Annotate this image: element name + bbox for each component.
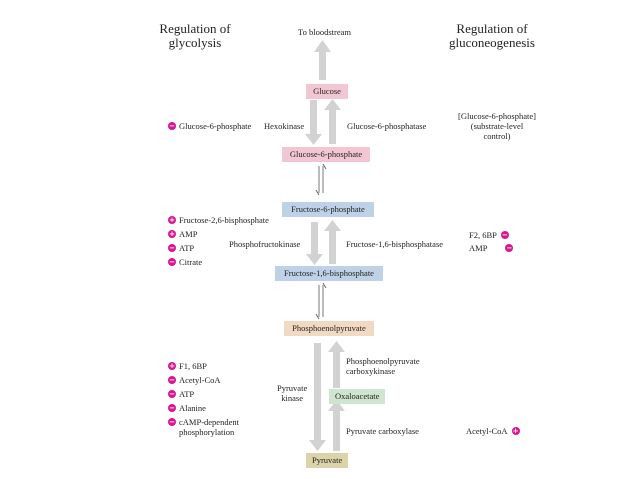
arrow-to-bloodstream bbox=[314, 40, 331, 80]
inhibitor-icon: − bbox=[168, 404, 176, 412]
activator-icon: + bbox=[511, 427, 520, 435]
regulator-pk-f16bp: + F1, 6BP bbox=[168, 361, 207, 371]
arrow-glycolysis-middle bbox=[315, 282, 327, 320]
metabolite-pyruvate: Pyruvate bbox=[306, 453, 348, 468]
regulators-pyruvate-kinase: + F1, 6BP − Acetyl-CoA − ATP − Alanine −… bbox=[168, 361, 239, 441]
arrow-phosphoglucose-isomerase bbox=[315, 163, 327, 196]
metabolite-fructose-1-6-bisphosphate: Fructose-1,6-bisphosphate bbox=[275, 266, 383, 281]
inhibitor-icon: − bbox=[168, 122, 176, 130]
regulator-pfk-citrate: − Citrate bbox=[168, 257, 203, 267]
enzyme-pepck: Phosphoenolpyruvate carboxykinase bbox=[346, 356, 420, 376]
metabolite-oxaloacetate: Oxaloacetate bbox=[329, 389, 385, 404]
inhibitor-icon: − bbox=[500, 231, 509, 239]
header-regulation-glycolysis: Regulation of glycolysis bbox=[159, 21, 231, 50]
regulators-phosphofructokinase: + Fructose-2,6-bisphosphate + AMP − ATP … bbox=[168, 215, 269, 271]
regulator-fbpase-f26bp: F2, 6BP − bbox=[469, 230, 509, 240]
inhibitor-icon: − bbox=[168, 390, 176, 398]
header-regulation-gluconeogenesis: Regulation of gluconeogenesis bbox=[449, 21, 535, 50]
regulator-pk-camp: − cAMP-dependent phosphorylation bbox=[168, 417, 239, 437]
metabolite-glucose: Glucose bbox=[306, 84, 348, 99]
inhibitor-icon: − bbox=[168, 376, 176, 384]
enzyme-pyruvate-carboxylase: Pyruvate carboxylase bbox=[346, 426, 419, 436]
header-to-bloodstream: To bloodstream bbox=[298, 27, 351, 37]
enzyme-phosphofructokinase: Phosphofructokinase bbox=[229, 239, 301, 249]
arrow-fructose-bisphosphatase bbox=[324, 220, 341, 264]
regulator-hexokinase-g6p: − Glucose-6-phosphate bbox=[168, 121, 252, 131]
inhibitor-icon: − bbox=[505, 244, 514, 252]
regulator-g6pase-note: [Glucose-6-phosphate] (substrate-level c… bbox=[458, 111, 536, 141]
inhibitor-icon: − bbox=[168, 258, 176, 266]
arrow-pyruvate-carboxylase bbox=[328, 400, 345, 451]
regulator-pfk-atp: − ATP bbox=[168, 243, 195, 253]
regulator-pk-alanine: − Alanine bbox=[168, 403, 206, 413]
arrow-pyruvate-kinase bbox=[309, 343, 326, 451]
metabolite-glucose-6-phosphate: Glucose-6-phosphate bbox=[282, 147, 370, 162]
activator-icon: + bbox=[168, 216, 176, 224]
regulator-pk-acetyl-coa: − Acetyl-CoA bbox=[168, 375, 221, 385]
metabolite-phosphoenolpyruvate: Phosphoenolpyruvate bbox=[284, 321, 374, 336]
inhibitor-icon: − bbox=[168, 244, 176, 252]
regulator-pfk-amp: + AMP bbox=[168, 229, 198, 239]
activator-icon: + bbox=[168, 230, 176, 238]
enzyme-pyruvate-kinase: Pyruvate kinase bbox=[277, 383, 308, 403]
enzyme-hexokinase: Hexokinase bbox=[264, 121, 305, 131]
regulator-pk-atp: − ATP bbox=[168, 389, 195, 399]
regulator-fbpase-amp: AMP − bbox=[469, 243, 514, 253]
inhibitor-icon: − bbox=[168, 418, 176, 426]
enzyme-fructose-bisphosphatase: Fructose-1,6-bisphosphatase bbox=[346, 239, 444, 249]
regulator-pc-acetyl-coa: Acetyl-CoA + bbox=[466, 426, 520, 436]
arrow-hexokinase bbox=[305, 100, 322, 145]
metabolite-fructose-6-phosphate: Fructose-6-phosphate bbox=[282, 202, 374, 217]
enzyme-glucose-6-phosphatase: Glucose-6-phosphatase bbox=[347, 121, 427, 131]
activator-icon: + bbox=[168, 362, 176, 370]
arrow-glucose-6-phosphatase bbox=[324, 99, 341, 144]
arrow-phosphofructokinase bbox=[306, 222, 323, 265]
regulator-pfk-f26bp: + Fructose-2,6-bisphosphate bbox=[168, 215, 269, 225]
arrow-pepck bbox=[328, 341, 345, 388]
